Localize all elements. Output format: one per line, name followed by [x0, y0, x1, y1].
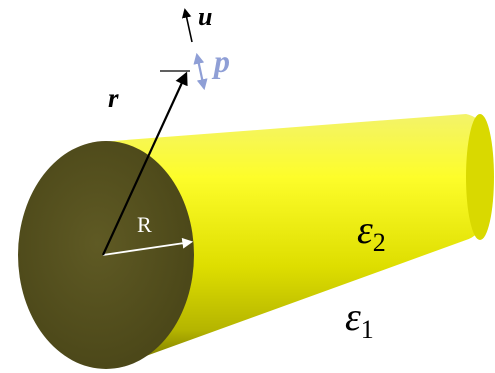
- epsilon1-subscript: 1: [361, 315, 374, 344]
- unit-vector-arrow: [181, 8, 193, 43]
- epsilon1-label: ε1: [345, 294, 374, 344]
- epsilon2-symbol: ε: [357, 207, 373, 252]
- unit-vector-label: u: [198, 2, 212, 31]
- epsilon2-subscript: 2: [373, 228, 386, 257]
- position-vector-arrow: [102, 71, 188, 256]
- dipole-arrow: [193, 52, 208, 91]
- radius-arrow: [102, 237, 194, 256]
- cylinder-body: [100, 114, 494, 368]
- epsilon2-label: ε2: [357, 207, 386, 257]
- position-vector-label: r: [108, 83, 119, 113]
- radius-label: R: [137, 212, 152, 237]
- epsilon1-symbol: ε: [345, 294, 361, 339]
- cylinder-far-end: [466, 114, 494, 240]
- dipole-label: p: [211, 43, 230, 79]
